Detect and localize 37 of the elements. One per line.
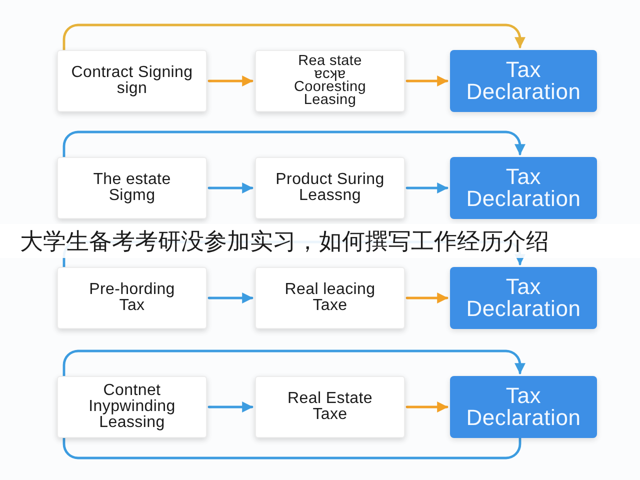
highlight-box [450, 157, 597, 219]
process-box [255, 157, 405, 219]
highlight-box [450, 376, 597, 438]
process-box [255, 50, 405, 112]
process-box [255, 376, 405, 438]
arrow [406, 292, 448, 304]
highlight-box [450, 50, 597, 112]
arrow [208, 182, 254, 194]
process-box [57, 157, 207, 219]
process-box [57, 50, 207, 112]
box-label: Tax Declaration [465, 276, 582, 320]
overlay-caption: 大学生备考考研没参加实习，如何撰写工作经历介绍 [20, 229, 549, 256]
box-label: Real leacing Taxe [284, 282, 376, 314]
box-label: Pre-hording Tax [88, 282, 176, 314]
arrow [208, 402, 254, 412]
arrow [62, 24, 526, 52]
box-label: Tax Declaration [465, 166, 582, 210]
highlight-box [450, 267, 597, 329]
box-label: Tax Declaration [465, 59, 582, 103]
box-label: Real Estate Taxe [286, 391, 374, 423]
arrow [62, 130, 526, 158]
box-label: Product Suring Leassng [274, 172, 386, 204]
arrow [406, 76, 448, 86]
process-box [57, 267, 207, 329]
box-label: Contract Signing sign [70, 65, 194, 97]
process-box [255, 267, 405, 329]
box-label: Rea state ɐcʞɐ Cooresting Leasing [292, 54, 368, 108]
connector-line [62, 436, 522, 460]
box-label: Contnet Inypwinding Leassing [88, 383, 176, 431]
arrow [406, 402, 448, 412]
arrow [406, 182, 448, 194]
process-box [57, 376, 207, 438]
arrow [208, 76, 254, 86]
arrow [208, 292, 254, 304]
box-label: Tax Declaration [465, 385, 582, 429]
box-label: The estate Sigmg [92, 172, 172, 204]
arrow [62, 350, 526, 378]
